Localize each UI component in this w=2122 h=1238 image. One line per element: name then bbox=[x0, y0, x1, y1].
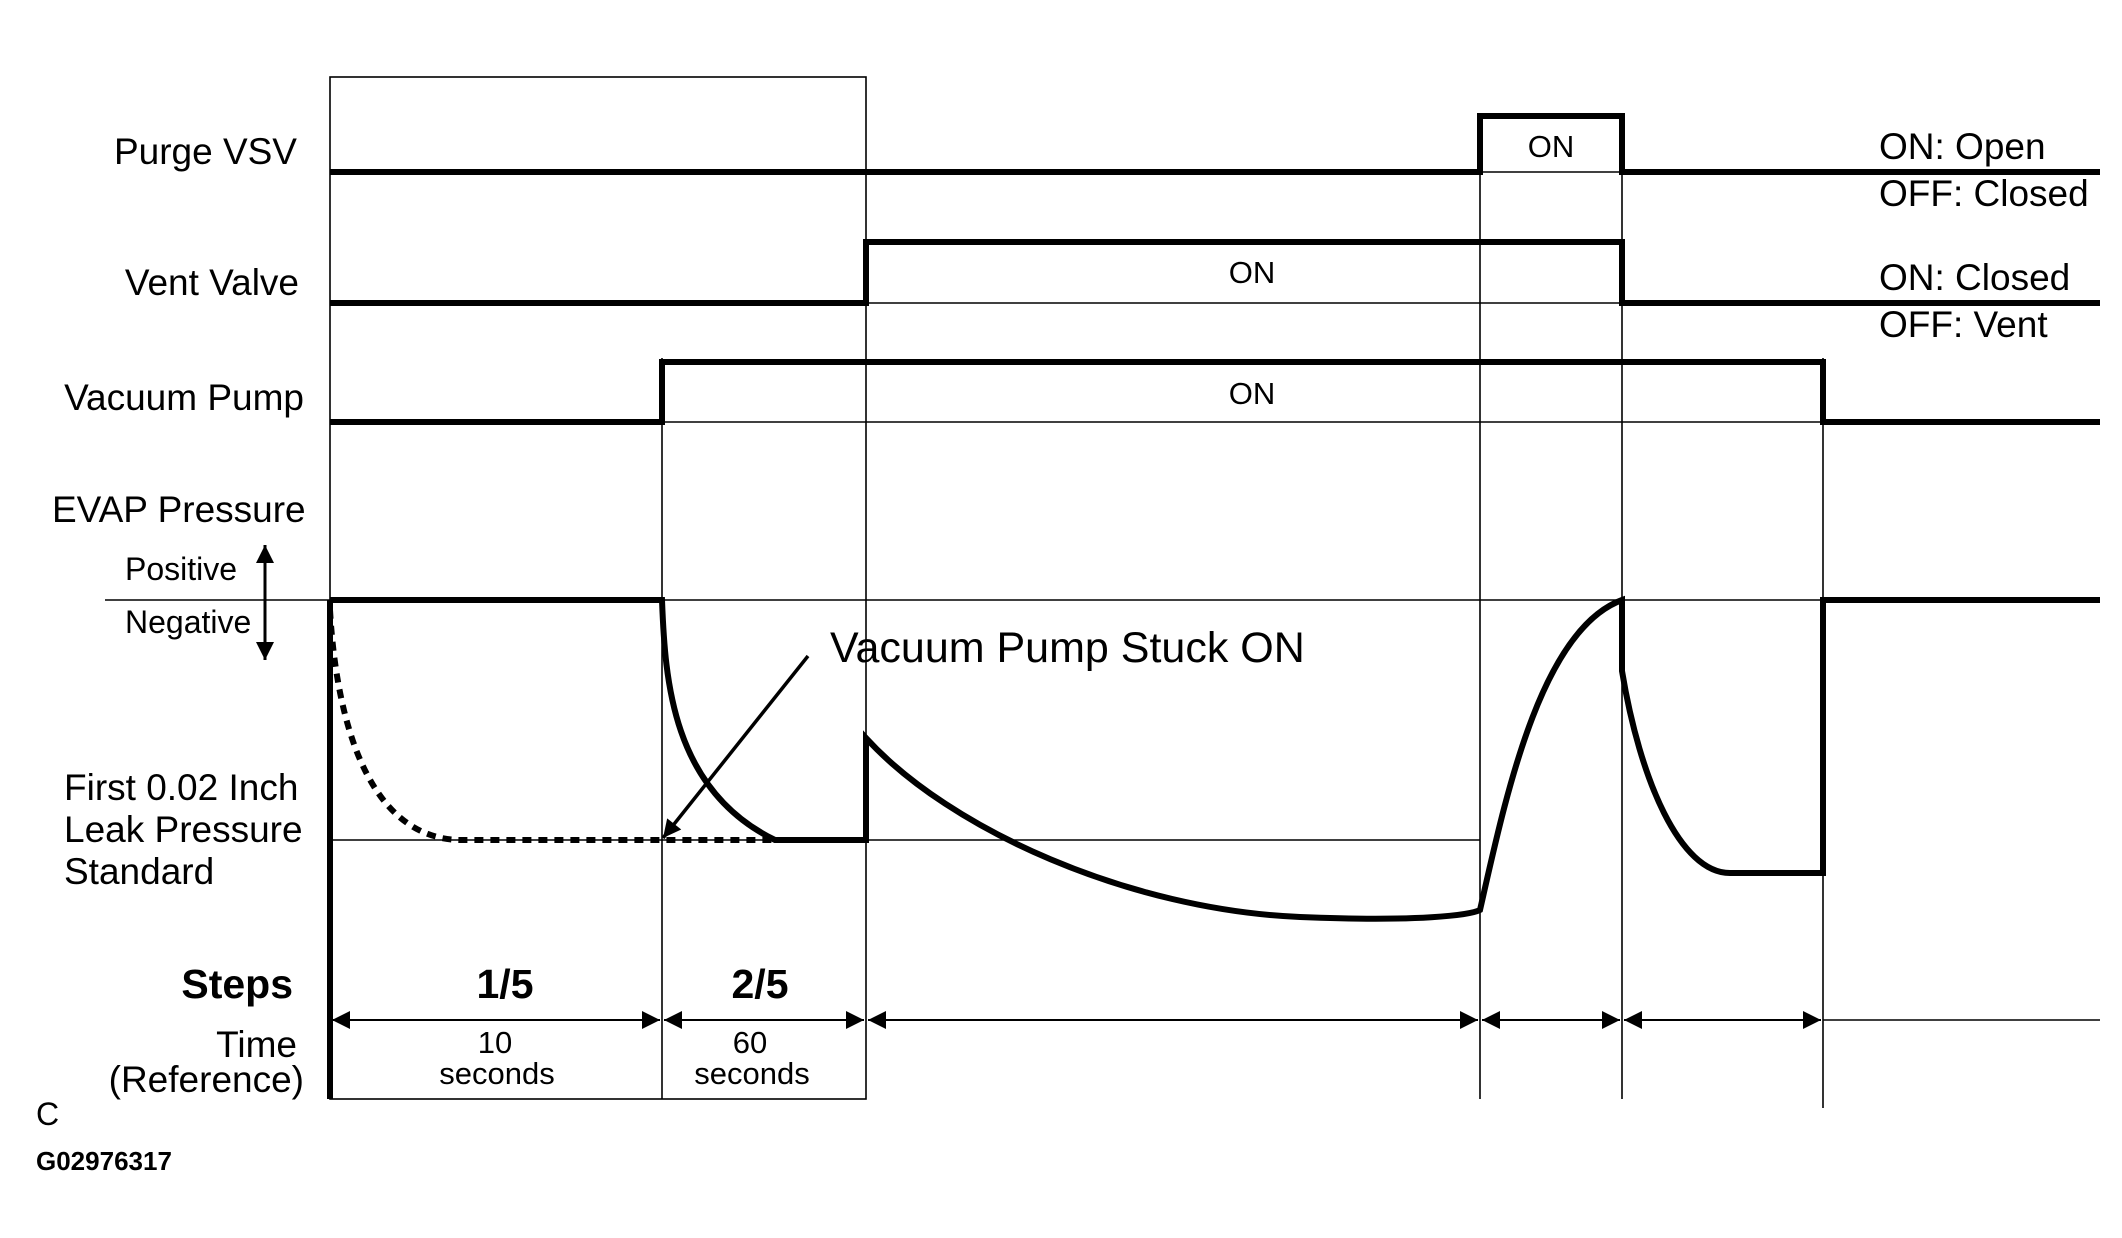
time-label-line2: (Reference) bbox=[109, 1059, 304, 1100]
stuck-on-callout: Vacuum Pump Stuck ON bbox=[830, 624, 1305, 672]
step-2-time-value: 60 bbox=[733, 1025, 767, 1060]
evap-pressure-trace bbox=[330, 595, 2100, 922]
step-1-time-unit: seconds bbox=[439, 1056, 554, 1091]
vacuum-pump-on-label: ON bbox=[1229, 376, 1276, 411]
vent-valve-label: Vent Valve bbox=[125, 262, 299, 303]
stuck-on-dotted-trace bbox=[327, 609, 775, 843]
step-2-label: 2/5 bbox=[732, 961, 789, 1007]
leak-standard-label-line2: Leak Pressure bbox=[64, 809, 303, 850]
vent-valve-legend-on: ON: Closed bbox=[1879, 257, 2070, 298]
positive-label: Positive bbox=[125, 551, 237, 587]
leak-standard-label-line3: Standard bbox=[64, 851, 214, 892]
vent-valve-on-label: ON bbox=[1229, 255, 1276, 290]
step-1-time-value: 10 bbox=[478, 1025, 512, 1060]
purge-vsv-legend-off: OFF: Closed bbox=[1879, 173, 2089, 214]
time-label-line1: Time bbox=[216, 1024, 297, 1065]
step-2-time-unit: seconds bbox=[694, 1056, 809, 1091]
purge-vsv-trace bbox=[330, 113, 2100, 175]
steps-label: Steps bbox=[181, 961, 293, 1007]
vent-valve-legend-off: OFF: Vent bbox=[1879, 304, 2048, 345]
evap-pressure-label: EVAP Pressure bbox=[52, 489, 306, 530]
purge-vsv-legend-on: ON: Open bbox=[1879, 126, 2046, 167]
purge-vsv-label: Purge VSV bbox=[114, 131, 297, 172]
corner-letter: C bbox=[36, 1096, 59, 1132]
callout-arrow bbox=[661, 654, 810, 840]
vacuum-pump-trace bbox=[330, 359, 2100, 425]
purge-vsv-on-label: ON bbox=[1528, 129, 1575, 164]
figure-id: G02976317 bbox=[36, 1146, 172, 1176]
leak-standard-label-line1: First 0.02 Inch bbox=[64, 767, 298, 808]
vent-valve-trace bbox=[330, 239, 2100, 306]
steps-1-2-frame bbox=[329, 76, 867, 1100]
negative-label: Negative bbox=[125, 604, 251, 640]
step-1-label: 1/5 bbox=[477, 961, 534, 1007]
vacuum-pump-label: Vacuum Pump bbox=[64, 377, 304, 418]
